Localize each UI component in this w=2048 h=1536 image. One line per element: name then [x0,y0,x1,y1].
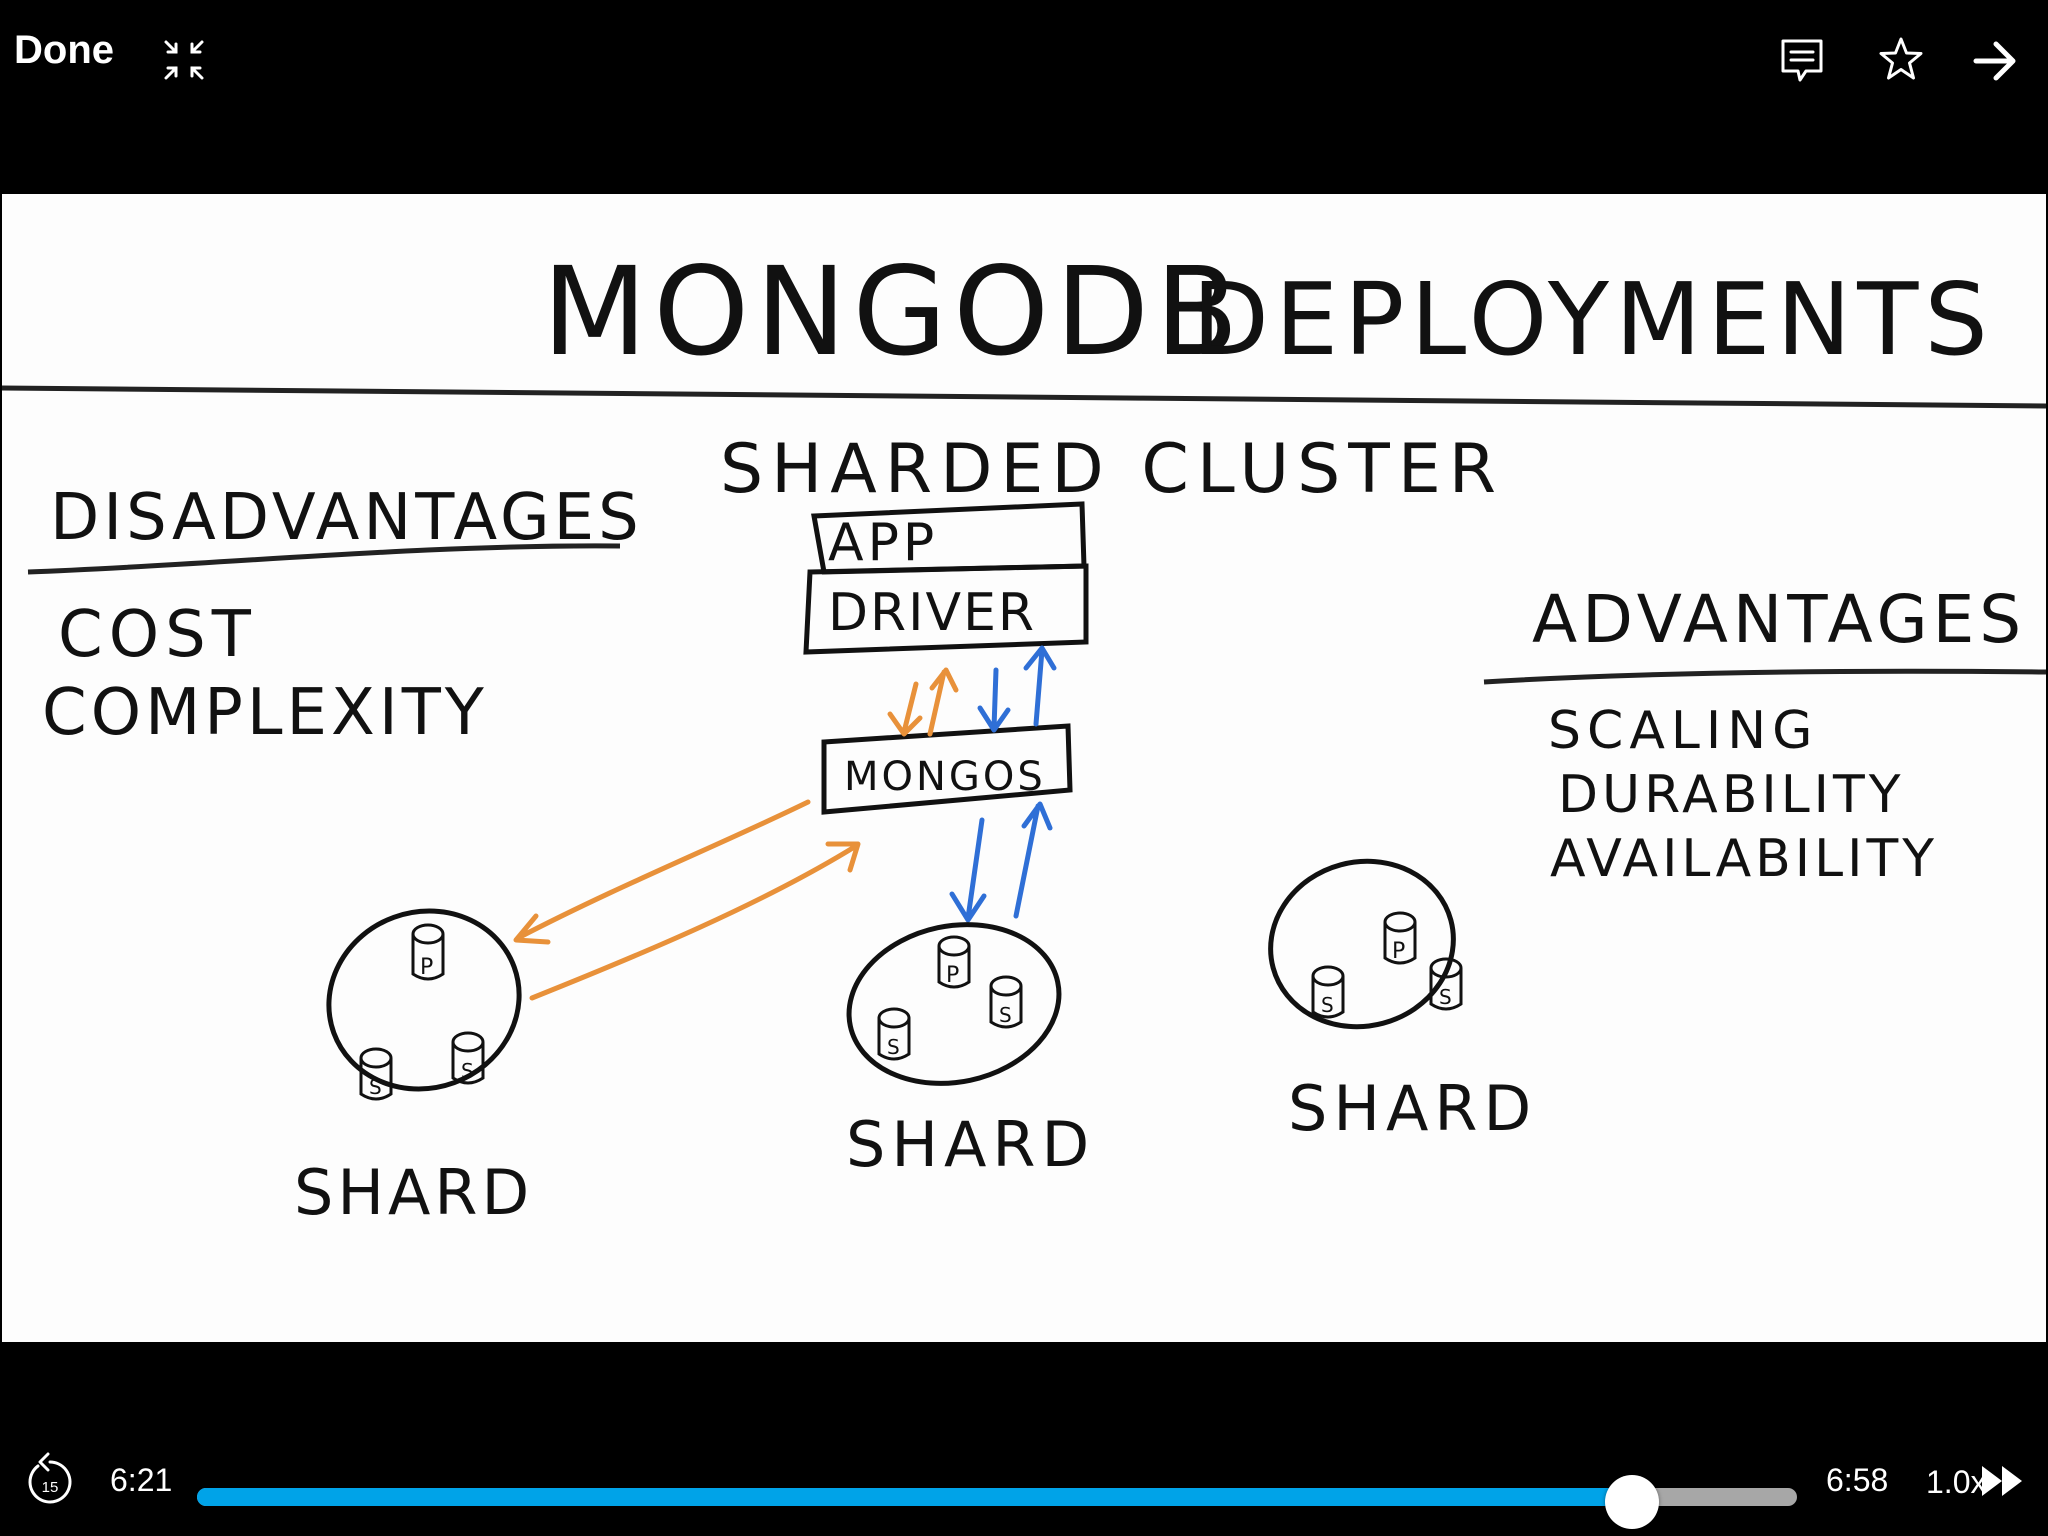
star-icon[interactable] [1878,36,1924,85]
mongos-label: MONGOS [844,754,1046,800]
shard-2-label: SHARD [846,1108,1095,1181]
app-label: APP [828,513,938,573]
primary-letter: P [946,963,959,988]
top-bar: Done [0,0,2048,120]
primary-node-icon [411,923,445,981]
secondary-letter: S [1321,993,1334,1017]
advantage-item-durability: DURABILITY [1558,765,1905,825]
secondary-node-icon [451,1031,485,1085]
shard-1-label: SHARD [294,1156,533,1229]
secondary-letter: S [1439,985,1452,1009]
secondary-node-icon [877,1007,911,1061]
shard-2 [846,922,1062,1086]
disadvantages-heading: DISADVANTAGES [50,481,643,555]
secondary-letter: S [999,1003,1012,1027]
advantage-item-availability: AVAILABILITY [1550,829,1938,889]
progress-track[interactable] [194,1475,1800,1529]
advantage-item-scaling: SCALING [1548,701,1818,761]
disadvantages-underline [27,543,621,575]
secondary-node-icon [1311,965,1345,1019]
rewind-15-button[interactable]: 15 [26,1452,74,1509]
shard-3 [1268,858,1463,1030]
scrubber-handle[interactable] [1605,1475,1660,1529]
secondary-letter: S [461,1059,474,1083]
shard-1 [326,908,522,1101]
advantages-heading: ADVANTAGES [1532,581,2026,658]
whiteboard-drawing: MONGODB DEPLOYMENTS SHARDED CLUSTER DISA… [2,241,2046,1229]
rewind-icon: 15 [28,1452,72,1504]
fast-forward-icon[interactable] [1980,1464,2026,1501]
playback-speed[interactable]: 1.0x [1926,1464,1987,1500]
disadvantage-item-cost: COST [58,598,257,672]
progress-fill [197,1488,1633,1506]
elapsed-time: 6:21 [110,1462,173,1498]
disadvantage-item-complexity: COMPLEXITY [42,676,488,750]
mongos-shard2-arrows [949,801,1053,923]
shard-3-label: SHARD [1288,1072,1537,1145]
primary-letter: P [420,955,433,980]
remaining-time: 6:58 [1826,1462,1889,1498]
secondary-node-icon [989,975,1023,1029]
done-button[interactable]: Done [14,28,114,72]
video-title-mongodb: MONGODB [542,241,1245,383]
mongos-shard1-arrows [513,799,861,1001]
mongos-box [821,723,1073,815]
secondary-node-icon [1429,957,1463,1011]
driver-mongos-arrows [887,645,1057,737]
secondary-letter: S [887,1035,900,1059]
title-divider [2,385,2046,409]
primary-node-icon [937,935,971,989]
primary-node-icon [1383,911,1417,965]
secondary-node-icon [359,1047,393,1101]
forward-arrow-icon[interactable] [1972,38,2018,87]
sharded-cluster-heading: SHARDED CLUSTER [720,430,1504,509]
playback-controls: 15 6:21 6:58 1.0x [0,1420,2048,1536]
advantages-underline [1483,668,2046,685]
collapse-icon[interactable] [162,38,206,85]
video-frame[interactable]: MONGODB DEPLOYMENTS SHARDED CLUSTER DISA… [2,194,2046,1342]
video-title-deployments: DEPLOYMENTS [1192,261,1994,378]
rewind-seconds: 15 [42,1479,59,1496]
primary-letter: P [1392,939,1405,964]
driver-label: DRIVER [828,583,1036,643]
app-driver-box [803,501,1089,655]
secondary-letter: S [369,1075,382,1099]
comment-icon[interactable] [1780,38,1824,87]
